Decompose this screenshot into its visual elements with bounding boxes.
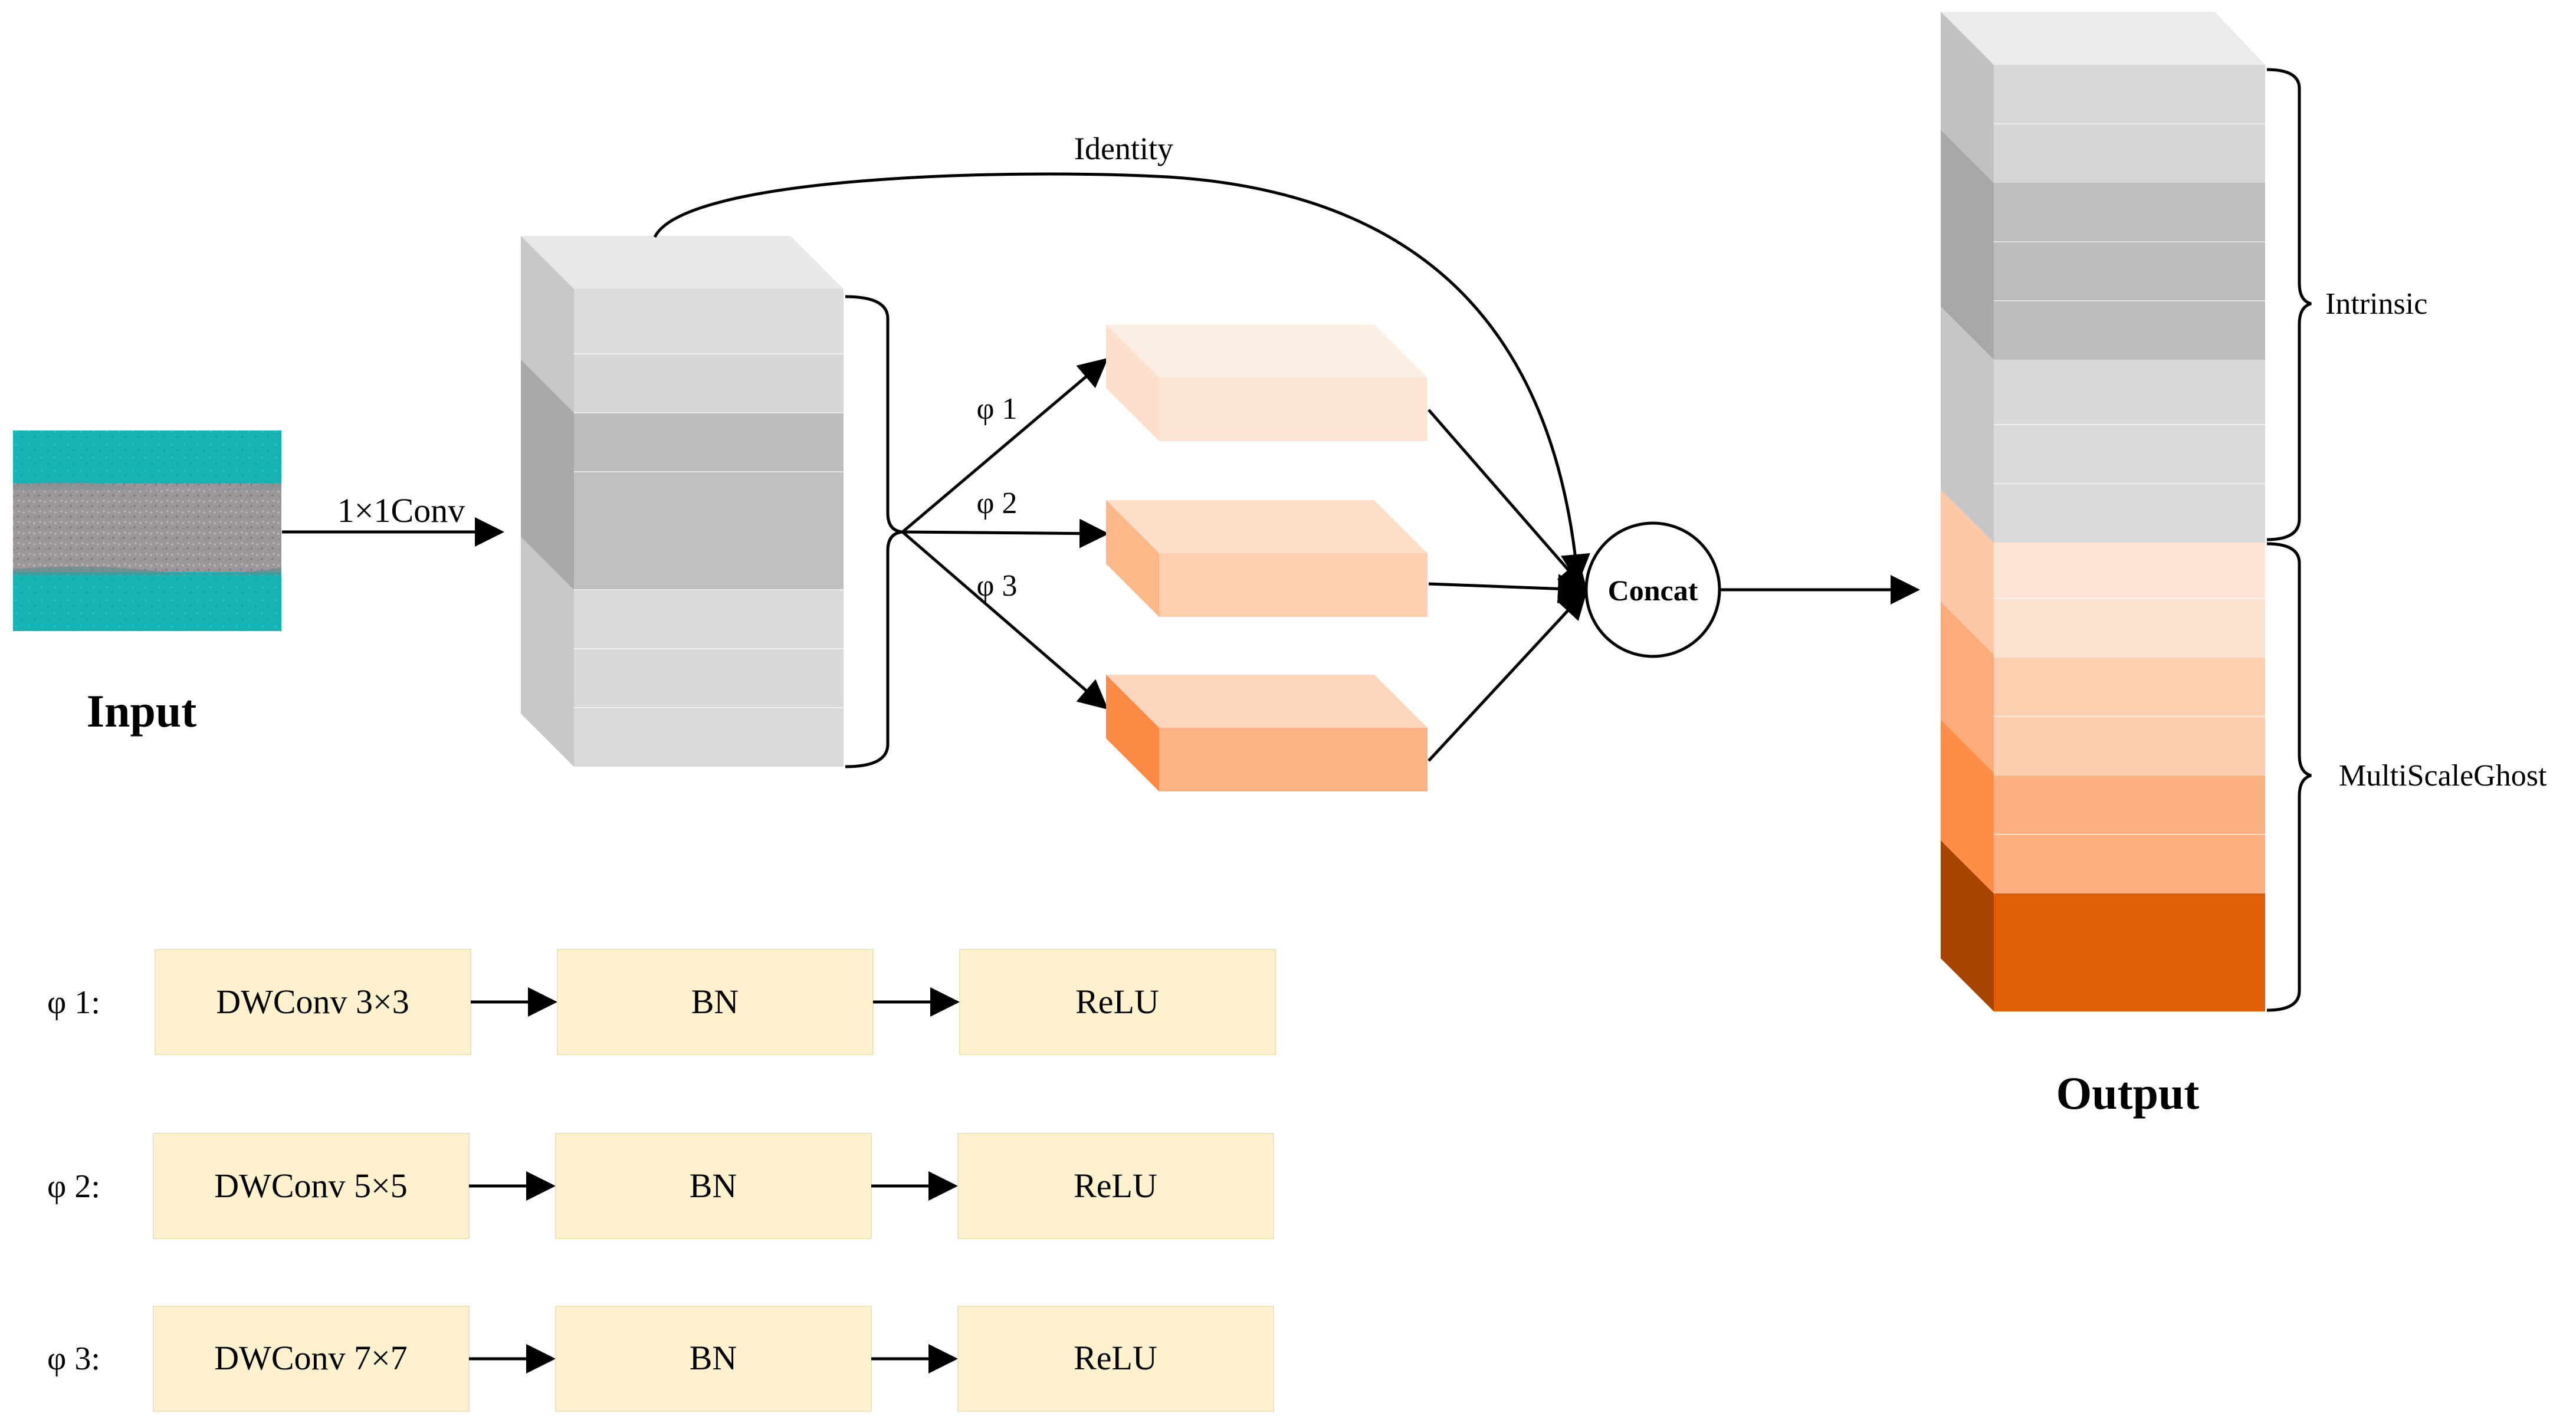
pipeline-label-1: φ 1: (47, 984, 100, 1021)
op-label: ReLU (1074, 1339, 1157, 1377)
branch-arrow-3 (901, 531, 1108, 710)
merge-arrow-2 (1428, 574, 1587, 604)
output-stack (1941, 12, 2265, 1011)
identity-label: Identity (1074, 131, 1173, 166)
op-label: BN (691, 983, 739, 1021)
op-box (557, 949, 874, 1055)
input-label: Input (87, 685, 196, 737)
output-label: Output (2056, 1067, 2200, 1119)
branch-block-1 (1106, 324, 1428, 441)
op-label: ReLU (1075, 983, 1159, 1021)
conv-label: 1×1Conv (337, 491, 465, 530)
feature-block (521, 236, 844, 767)
multiscale-label: MultiScaleGhost (2339, 759, 2547, 793)
input-image (13, 431, 281, 631)
merge-arrow-1 (1428, 409, 1588, 592)
identity-connection (653, 172, 1590, 584)
op-box (555, 1133, 872, 1239)
concat-label: Concat (1608, 574, 1698, 607)
pipeline-row-2: φ 2: DWConv 5×5 BN ReLU (47, 1133, 1274, 1239)
pipeline-label-2: φ 2: (47, 1168, 100, 1205)
merge-arrow-3 (1428, 589, 1588, 762)
op-box (555, 1306, 872, 1412)
op-box (153, 1306, 470, 1412)
branch-block-2 (1106, 500, 1428, 617)
op-label: DWConv 3×3 (216, 983, 409, 1021)
branch-block-3 (1106, 675, 1428, 791)
op-label: DWConv 5×5 (214, 1167, 408, 1205)
op-box (155, 949, 471, 1055)
op-box (153, 1133, 470, 1239)
op-box (959, 949, 1276, 1055)
op-label: BN (690, 1167, 737, 1205)
feature-brace (845, 295, 903, 768)
intrinsic-label: Intrinsic (2325, 287, 2427, 321)
pipeline-label-3: φ 3: (47, 1340, 100, 1377)
op-box (957, 1306, 1274, 1412)
pipeline-row-3: φ 3: DWConv 7×7 BN ReLU (47, 1306, 1274, 1412)
branch-arrow-1 (901, 357, 1108, 533)
op-box (957, 1133, 1274, 1239)
intrinsic-brace (2266, 68, 2312, 541)
op-label: DWConv 7×7 (214, 1339, 408, 1377)
branch-label-3: φ 3 (976, 569, 1017, 603)
op-label: ReLU (1074, 1167, 1157, 1205)
branch-label-1: φ 1 (976, 392, 1017, 426)
branch-arrow-2 (902, 518, 1109, 548)
op-label: BN (690, 1339, 737, 1377)
pipeline-row-1: φ 1: DWConv 3×3 BN ReLU (47, 949, 1276, 1055)
branch-label-2: φ 2 (976, 487, 1017, 520)
multiscale-brace (2266, 542, 2312, 1012)
